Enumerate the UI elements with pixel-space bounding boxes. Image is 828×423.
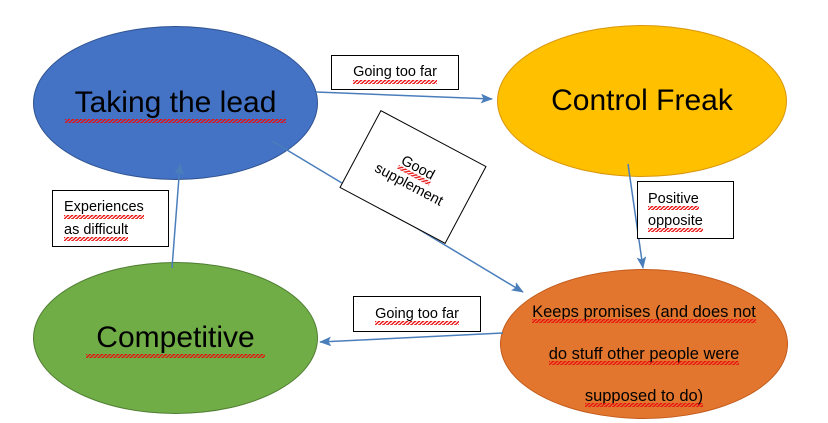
edge-label-stack: Good supplement [371,143,455,211]
node-competitive[interactable]: Competitive [33,262,318,414]
node-taking-the-lead[interactable]: Taking the lead [33,26,318,180]
edge-label-line-2: opposite [648,210,703,233]
node-label-taking-the-lead: Taking the lead [64,84,287,124]
edge-label-line-2: as difficult [64,219,129,242]
edge-label-good-supplement[interactable]: Good supplement [339,109,487,245]
node-label-competitive: Competitive [86,319,266,359]
arrow-taking-lead-to-control-freak [315,91,493,104]
edge-label-line-1: Positive [648,188,699,211]
node-label-control-freak: Control Freak [551,83,733,117]
edge-label-going-too-far-top[interactable]: Going too far [331,55,459,90]
edge-label-positive-opposite[interactable]: Positive opposite [637,181,734,239]
edge-label-line-1: Experiences [64,196,144,219]
edge-label-text: Going too far [353,61,437,85]
keeps-promises-line-3: supposed to do) [584,386,704,408]
arrow-keeps-promises-to-competitive [319,332,504,347]
edge-label-experiences-as-difficult[interactable]: Experiences as difficult [52,190,169,247]
keeps-promises-line-1: Keeps promises (and does not [532,302,756,324]
edge-label-going-too-far-bottom[interactable]: Going too far [353,296,481,332]
edge-label-text: Going too far [375,303,459,326]
node-control-freak[interactable]: Control Freak [497,25,787,177]
node-label-keeps-promises: Keeps promises (and does not do stuff ot… [522,281,766,408]
keeps-promises-line-2: do stuff other people were [548,344,739,366]
node-keeps-promises[interactable]: Keeps promises (and does not do stuff ot… [500,269,788,419]
